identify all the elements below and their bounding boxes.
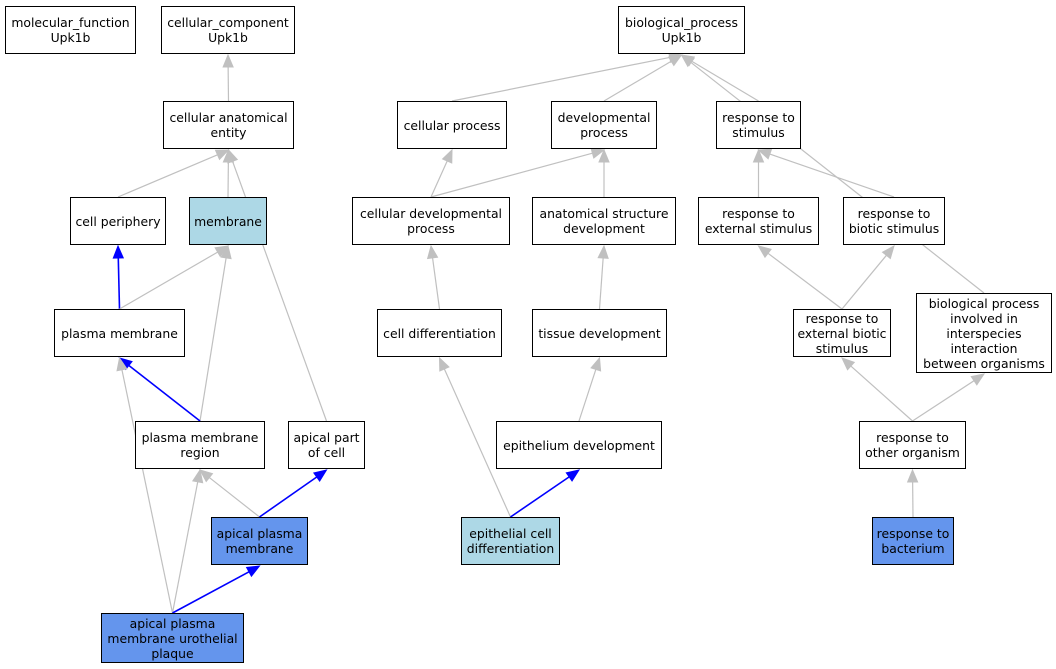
edge-is-a	[850, 365, 913, 422]
node-biological-process-interspecies[interactable]: biological process involved in interspec…	[916, 293, 1052, 373]
node-apical-plasma-membrane-urothelial-plaque[interactable]: apical plasma membrane urothelial plaque	[101, 613, 244, 663]
node-molecular-function[interactable]: molecular_function Upk1b	[5, 6, 136, 54]
edge-arrowhead	[116, 356, 128, 372]
edge-arrowhead	[198, 469, 214, 483]
edge-part-of	[128, 364, 201, 422]
edge-part-of	[510, 476, 570, 518]
edge-is-a	[767, 252, 843, 310]
node-cellular-process[interactable]: cellular process	[397, 101, 507, 149]
edge-arrowhead	[590, 356, 602, 372]
node-developmental-process[interactable]: developmental process	[551, 101, 657, 149]
edge-is-a	[171, 481, 199, 614]
node-apical-part-of-cell[interactable]: apical part of cell	[288, 421, 365, 469]
node-membrane[interactable]: membrane	[189, 197, 267, 245]
edge-arrowhead	[757, 245, 772, 259]
edge-arrowhead	[112, 244, 125, 259]
edge-arrowhead	[227, 148, 239, 164]
edge-arrowhead	[426, 244, 439, 260]
edge-arrowhead	[438, 356, 450, 372]
node-response-to-other-organism[interactable]: response to other organism	[859, 421, 966, 469]
edge-is-a	[912, 380, 975, 422]
edge-arrowhead	[906, 468, 919, 483]
node-cellular-developmental-process[interactable]: cellular developmental process	[352, 197, 510, 245]
edge-is-a	[431, 257, 441, 310]
edge-is-a	[117, 154, 218, 198]
node-response-to-external-stimulus[interactable]: response to external stimulus	[698, 197, 819, 245]
node-cell-periphery[interactable]: cell periphery	[70, 197, 166, 245]
edge-is-a	[841, 254, 887, 310]
edge-arrowhead	[667, 54, 683, 67]
edge-part-of	[259, 476, 318, 518]
node-response-to-biotic-stimulus[interactable]: response to biotic stimulus	[843, 197, 945, 245]
edge-arrowhead	[220, 244, 232, 260]
node-response-to-stimulus[interactable]: response to stimulus	[716, 101, 801, 149]
node-anatomical-structure-development[interactable]: anatomical structure development	[532, 197, 676, 245]
edge-arrowhead	[312, 469, 328, 482]
edge-arrowhead	[757, 148, 773, 160]
edge-arrowhead	[970, 373, 986, 386]
edge-is-a	[691, 60, 759, 102]
edge-arrowhead	[590, 147, 606, 159]
edge-is-a	[121, 369, 174, 614]
edge-is-a	[451, 56, 670, 102]
edge-is-a	[603, 60, 672, 102]
edge-arrowhead	[680, 54, 695, 68]
edge-is-a	[578, 369, 597, 422]
edge-is-a	[598, 257, 604, 310]
edge-arrowhead	[598, 148, 610, 163]
node-plasma-membrane-region[interactable]: plasma membrane region	[135, 421, 265, 469]
edge-arrowhead	[752, 148, 765, 163]
node-epithelium-development[interactable]: epithelium development	[496, 421, 662, 469]
edge-arrowhead	[597, 244, 609, 259]
node-epithelial-cell-differentiation[interactable]: epithelial cell differentiation	[461, 517, 560, 565]
edge-arrowhead	[841, 357, 856, 371]
edge-is-a	[119, 251, 218, 310]
edge-part-of	[117, 257, 121, 310]
edge-arrowhead	[565, 469, 581, 482]
node-cell-differentiation[interactable]: cell differentiation	[377, 309, 502, 357]
edge-is-a	[199, 257, 227, 422]
edge-arrowhead	[214, 149, 230, 161]
edge-arrowhead	[214, 245, 230, 258]
node-cellular-anatomical-entity[interactable]: cellular anatomical entity	[163, 101, 294, 149]
node-response-to-bacterium[interactable]: response to bacterium	[872, 517, 954, 565]
node-apical-plasma-membrane[interactable]: apical plasma membrane	[211, 517, 308, 565]
edge-is-a	[430, 160, 448, 198]
edge-is-a	[430, 152, 593, 198]
node-plasma-membrane[interactable]: plasma membrane	[54, 309, 185, 357]
edge-is-a	[208, 477, 260, 518]
node-cellular-component[interactable]: cellular_component Upk1b	[161, 6, 295, 54]
node-tissue-development[interactable]: tissue development	[532, 309, 667, 357]
edge-arrowhead	[222, 53, 234, 68]
node-response-to-external-biotic-stimulus[interactable]: response to external biotic stimulus	[793, 309, 891, 357]
edge-is-a	[769, 153, 895, 198]
edge-arrowhead	[441, 148, 453, 164]
edge-is-a	[443, 368, 512, 518]
node-biological-process[interactable]: biological_process Upk1b	[618, 6, 745, 54]
edge-arrowhead	[245, 565, 261, 578]
edge-arrowhead	[192, 468, 204, 484]
edge-part-of	[172, 571, 250, 614]
edge-arrowhead	[881, 244, 895, 260]
